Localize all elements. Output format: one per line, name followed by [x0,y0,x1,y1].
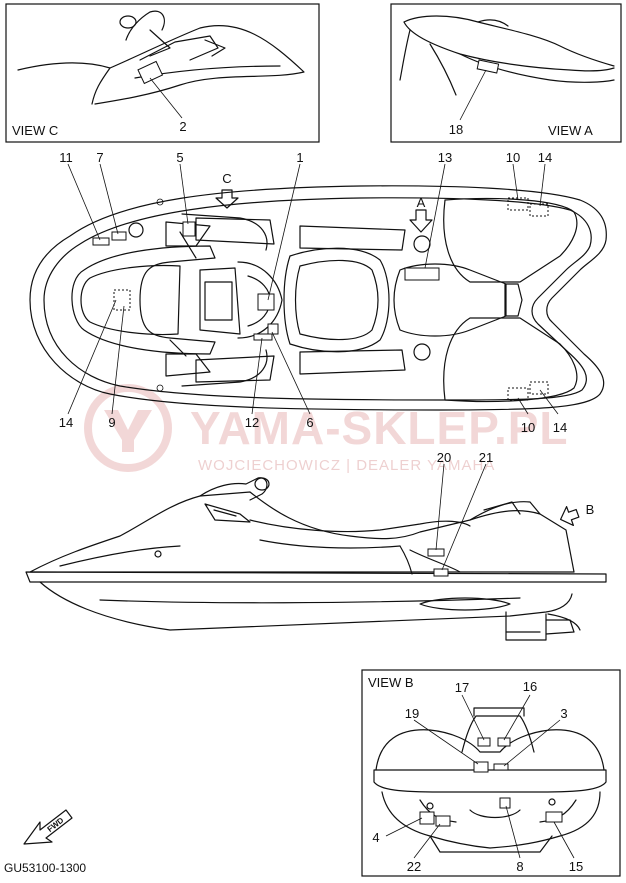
fwd-arrow-icon: FWD [23,809,73,845]
callout-15: 15 [569,859,583,874]
callout-2: 2 [179,119,186,134]
top-view-leaders [67,163,559,415]
side-view-hull [25,477,607,641]
callout-20: 20 [437,450,451,465]
callout-1: 1 [296,150,303,165]
callout-3: 3 [560,706,567,721]
view-b-leaders [385,694,575,859]
callout-22: 22 [407,859,421,874]
view-c-panel: 2 VIEW C [5,3,320,143]
view-b-panel [361,669,621,877]
callout-17: 17 [455,680,469,695]
callout-11: 11 [59,150,73,165]
callout-16: 16 [523,679,537,694]
callout-12: 12 [245,415,259,430]
callout-9: 9 [108,415,115,430]
arrow-c-label: C [222,171,231,186]
view-c-title: VIEW C [12,123,58,138]
view-b-title: VIEW B [368,675,414,690]
callout-8: 8 [516,859,523,874]
arrow-b-label: B [586,502,595,517]
part-code: GU53100-1300 [4,861,86,875]
callout-19: 19 [405,706,419,721]
view-a-panel: 18 VIEW A [390,3,622,143]
callout-14-left: 14 [59,415,73,430]
callout-14-top: 14 [538,150,552,165]
callout-6: 6 [306,415,313,430]
watermark: YAMA-SKLEP.PL WOJCIECHOWICZ | DEALER YAM… [84,384,569,474]
callout-5: 5 [176,150,183,165]
callout-4: 4 [372,830,379,845]
top-view-hull [29,185,607,411]
side-view-leaders [435,463,487,571]
watermark-main: YAMA-SKLEP.PL [190,402,569,454]
callout-7: 7 [96,150,103,165]
arrow-a-label: A [417,195,426,210]
callout-10-top: 10 [506,150,520,165]
watermark-sub: WOJCIECHOWICZ | DEALER YAMAHA [198,457,495,474]
callout-14-bottom: 14 [553,420,567,435]
callout-13: 13 [438,150,452,165]
watermark-logo-icon [84,384,172,472]
callout-21: 21 [479,450,493,465]
callout-18: 18 [449,122,463,137]
view-a-title: VIEW A [548,123,593,138]
callout-10-bottom: 10 [521,420,535,435]
